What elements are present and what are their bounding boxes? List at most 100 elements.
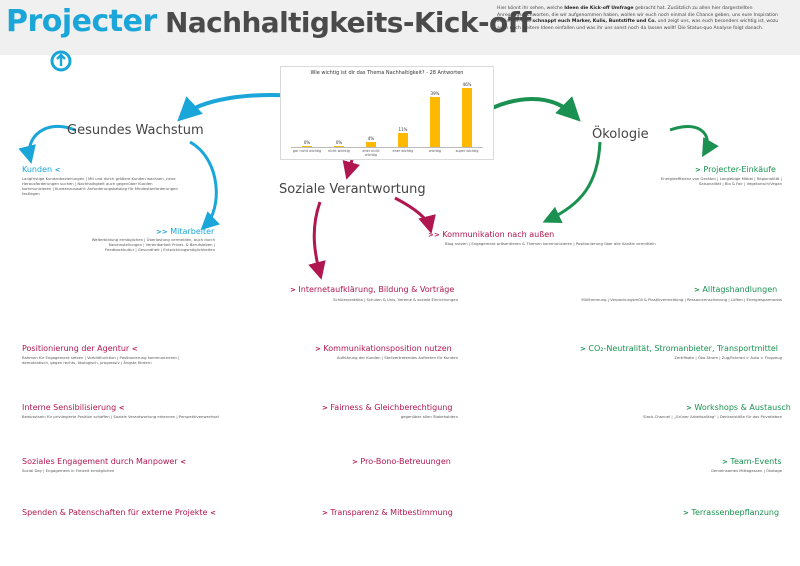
fairness-label: Fairness & Gleichberechtigung xyxy=(330,403,453,412)
page-title: Nachhaltigkeits-Kick-off xyxy=(165,6,531,39)
arrow-oekologie-to-kommunikation xyxy=(542,141,602,224)
node-gesundes-wachstum: Gesundes Wachstum xyxy=(67,123,204,138)
kunden-desc: Langfristige Kundenbeziehungen | Mit und… xyxy=(22,176,178,196)
logo-mark-icon xyxy=(50,50,72,72)
chevron-right-icon: > xyxy=(315,345,321,353)
terrasse-label: Terrassenbepflanzung xyxy=(691,508,780,517)
co2-label: CO₂-Neutralität, Stromanbieter, Transpor… xyxy=(588,344,779,353)
fairness-desc: gegenüber allen Stakeholdern xyxy=(400,414,458,419)
kunden-label: Kunden xyxy=(22,165,53,174)
chart-category-label: eher wichtig xyxy=(392,149,414,153)
arrow-wachstum-to-mitarbeiter xyxy=(189,140,220,231)
teamevents-label: Team-Events xyxy=(730,457,782,466)
arrow-chart-to-sozial xyxy=(342,159,360,180)
chart-data-label: 11% xyxy=(398,126,408,132)
alltag-desc: Mülltrennung | Verpackungsmüll & Plastik… xyxy=(581,297,782,302)
internet-label: Internetaufklärung, Bildung & Vorträge xyxy=(298,285,455,294)
co2-label-row: > CO₂-Neutralität, Stromanbieter, Transp… xyxy=(580,344,778,353)
chart-category-label: wichtig xyxy=(428,149,442,153)
sensibilisierung-desc: Bewusstsein für privilegierte Position s… xyxy=(22,414,219,419)
double-chevron-right-icon: >> xyxy=(428,231,440,239)
chart-bar xyxy=(302,146,312,147)
chart-bar xyxy=(430,97,440,147)
manpower-label: Soziales Engagement durch Manpower xyxy=(22,457,178,466)
chart-data-label: 4% xyxy=(367,135,375,141)
chevron-right-icon: > xyxy=(683,509,689,517)
kommunikation-label-row: >> Kommunikation nach außen xyxy=(428,230,554,239)
chevron-right-icon: > xyxy=(694,286,700,294)
chart-title: Wie wichtig ist dir das Thema Nachhaltig… xyxy=(310,70,464,76)
arrow-chart-to-oekologie xyxy=(491,96,581,122)
kunden-label-row: Kunden < xyxy=(22,165,60,174)
chart-bar xyxy=(462,88,472,147)
co2-desc: Zertifikate | Öko-Strom | Zug/Fahrrad > … xyxy=(674,355,782,360)
projecter-logo: Projecter xyxy=(6,4,157,39)
chevron-left-icon: < xyxy=(118,404,125,412)
manpower-label-row: Soziales Engagement durch Manpower < xyxy=(22,457,186,466)
chart-category-label: gar nicht wichtig xyxy=(292,149,322,153)
alltag-label: Alltagshandlungen xyxy=(702,285,778,294)
positionierung-desc: Rahmen für Engagement setzen | Vorbildfu… xyxy=(22,355,180,365)
teamevents-desc: Gemeinsames Mittagessen | Ökotage xyxy=(710,468,782,473)
einkaeufe-label: Projecter-Einkäufe xyxy=(703,165,776,174)
mitarbeiter-label: Mitarbeiter xyxy=(170,227,215,236)
chevron-right-icon: > xyxy=(580,345,586,353)
chevron-left-icon: < xyxy=(54,166,61,174)
teamevents-label-row: > Team-Events xyxy=(722,457,782,466)
chevron-left-icon: < xyxy=(180,458,187,466)
mitarbeiter-desc: Weiterbildung ermöglichen | Überlastung … xyxy=(91,237,215,252)
chevron-right-icon: > xyxy=(695,166,701,174)
transparenz-label: Transparenz & Mitbestimmung xyxy=(330,508,453,517)
node-soziale-verantwortung: Soziale Verantwortung xyxy=(279,182,426,197)
transparenz-label-row: > Transparenz & Mitbestimmung xyxy=(322,508,453,517)
sensibilisierung-label: Interne Sensibilisierung xyxy=(22,403,117,412)
fairness-label-row: > Fairness & Gleichberechtigung xyxy=(322,403,452,412)
einkaeufe-label-row: > Projecter-Einkäufe xyxy=(695,165,776,174)
kommposition-label: Kommunikationsposition nutzen xyxy=(323,344,452,353)
chevron-right-icon: > xyxy=(352,458,358,466)
workshops-desc: Slack-Channel | „Grüner Arbeitsalltag“ |… xyxy=(643,414,782,419)
kommposition-desc: Aufklärung der Kunden | Stellvertretende… xyxy=(336,355,458,360)
chart-data-label: 46% xyxy=(462,82,472,88)
chevron-left-icon: < xyxy=(131,345,138,353)
chevron-right-icon: > xyxy=(686,404,692,412)
chart-bar xyxy=(334,146,344,147)
chart-x-axis xyxy=(291,147,483,148)
probono-label: Pro-Bono-Betreuungen xyxy=(360,457,451,466)
chevron-right-icon: > xyxy=(722,458,728,466)
chart-data-label: 0% xyxy=(335,140,343,146)
arrow-oekologie-to-einkaeufe xyxy=(669,125,719,158)
kommunikation-label: Kommunikation nach außen xyxy=(442,230,555,239)
terrasse-label-row: > Terrassenbepflanzung xyxy=(683,508,779,517)
header-band xyxy=(0,0,800,55)
chart-category-label: super wichtig xyxy=(455,149,479,153)
workshops-label-row: > Workshops & Austausch xyxy=(686,403,791,412)
arrow-wachstum-to-kunden xyxy=(18,124,76,164)
arrow-sozial-to-internet xyxy=(308,201,326,280)
chevron-left-icon: < xyxy=(209,509,216,517)
positionierung-label-row: Positionierung der Agentur < xyxy=(22,344,138,353)
einkaeufe-desc: Energieeffizienz von Geräten | Langlebig… xyxy=(660,176,782,186)
chevron-right-icon: > xyxy=(322,404,328,412)
mitarbeiter-label-row: >> Mitarbeiter xyxy=(156,227,214,236)
internet-label-row: > Internetaufklärung, Bildung & Vorträge xyxy=(290,285,454,294)
internet-desc: Schülerpraktika | Schulen & Unis, Verein… xyxy=(333,297,458,302)
kommunikation-desc: Blog nutzen | Engagement präsentieren & … xyxy=(445,241,656,246)
arrow-sozial-to-kommunikation xyxy=(394,196,436,234)
chart-category-label: nicht wichtig xyxy=(328,149,350,153)
alltag-label-row: > Alltagshandlungen xyxy=(694,285,777,294)
chart-data-label: 39% xyxy=(430,91,440,97)
probono-label-row: > Pro-Bono-Betreuungen xyxy=(352,457,451,466)
double-chevron-right-icon: >> xyxy=(156,228,168,236)
sensibilisierung-label-row: Interne Sensibilisierung < xyxy=(22,403,125,412)
chevron-right-icon: > xyxy=(290,286,296,294)
manpower-desc: Social Day | Engagement in Freizeit ermö… xyxy=(22,468,115,473)
survey-chart: Wie wichtig ist dir das Thema Nachhaltig… xyxy=(280,66,494,160)
workshops-label: Workshops & Austausch xyxy=(694,403,791,412)
chart-data-label: 0% xyxy=(303,140,311,146)
chart-category-label: eher nicht wichtig xyxy=(362,149,380,157)
chevron-right-icon: > xyxy=(322,509,328,517)
kommposition-label-row: > Kommunikationsposition nutzen xyxy=(315,344,452,353)
node-oekologie: Ökologie xyxy=(592,127,649,142)
